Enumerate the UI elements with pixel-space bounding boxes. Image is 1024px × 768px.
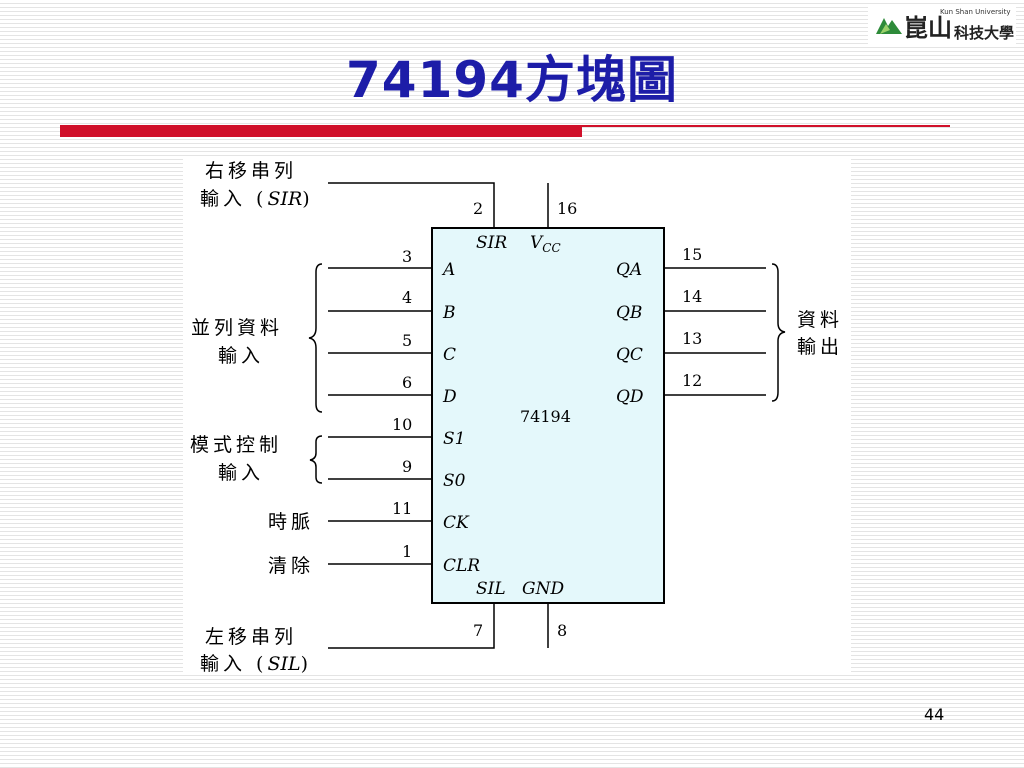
signal-gnd: GND: [522, 579, 564, 599]
pin-number-a: 3: [402, 247, 412, 266]
pin-number-sir: 2: [473, 199, 483, 218]
pin-number-qc: 13: [682, 329, 702, 348]
title-underline-rule: [582, 125, 950, 127]
signal-d: D: [442, 387, 457, 407]
pin-number-qb: 14: [682, 287, 702, 306]
label-sir-line1: 右移串列: [205, 160, 297, 182]
pin-number-ck: 11: [392, 499, 412, 518]
signal-sir: SIR: [476, 233, 507, 253]
mode-input-brace: [309, 435, 323, 484]
pin-number-s1: 10: [392, 415, 412, 434]
slide-title: 74194方塊圖: [346, 51, 678, 109]
page-number: 44: [924, 705, 945, 724]
signal-qa: QA: [616, 260, 642, 280]
pin-number-gnd: 8: [557, 621, 567, 640]
label-sir-line2: 輸入 (SIR): [200, 188, 310, 210]
signal-qd: QD: [616, 387, 644, 407]
university-logo: 崑山 Kun Shan University 科技大學: [868, 4, 1016, 44]
label-parallel-line1: 並列資料: [191, 317, 283, 339]
signal-s0: S0: [443, 471, 466, 491]
pin-number-b: 4: [402, 288, 412, 307]
sil-lead: [328, 603, 495, 649]
chip-name: 74194: [520, 407, 571, 426]
signal-ck: CK: [443, 513, 470, 533]
label-mode-line2: 輸入: [218, 462, 264, 484]
signal-s1: S1: [443, 429, 465, 449]
chip-body: [431, 227, 665, 604]
signal-c: C: [443, 345, 456, 365]
logo-english: Kun Shan University: [940, 8, 1011, 16]
label-clear: 清除: [268, 555, 314, 577]
signal-qc: QC: [616, 345, 643, 365]
label-mode-line1: 模式控制: [190, 434, 282, 456]
pin-number-qd: 12: [682, 371, 702, 390]
label-sil-line1: 左移串列: [205, 626, 297, 648]
signal-a: A: [441, 260, 455, 280]
sir-lead: [328, 182, 495, 228]
pin-number-vcc: 16: [557, 199, 577, 218]
title-underline-bar: [60, 125, 582, 137]
logo-emblem-icon: [876, 18, 902, 34]
output-brace: [771, 263, 786, 402]
pin-number-s0: 9: [402, 457, 412, 476]
signal-qb: QB: [616, 303, 642, 323]
pin-number-d: 6: [402, 373, 412, 392]
signal-b: B: [442, 303, 456, 323]
signal-clr: CLR: [443, 556, 480, 576]
logo-chinese-main: 崑山: [904, 13, 952, 42]
pin-number-sil: 7: [473, 621, 483, 640]
pin-number-c: 5: [402, 331, 412, 350]
label-sil-line2: 輸入 (SIL): [200, 653, 308, 675]
label-output-line1: 資料: [797, 309, 843, 331]
label-output-line2: 輸出: [797, 336, 843, 358]
pin-number-clr: 1: [402, 542, 412, 561]
label-parallel-line2: 輸入: [218, 345, 264, 367]
logo-chinese-sub: 科技大學: [954, 24, 1015, 42]
signal-sil: SIL: [476, 579, 506, 599]
signal-vcc: VCC: [530, 233, 561, 255]
pin-number-qa: 15: [682, 245, 702, 264]
parallel-input-brace: [308, 263, 323, 413]
label-clock: 時脈: [268, 511, 314, 533]
